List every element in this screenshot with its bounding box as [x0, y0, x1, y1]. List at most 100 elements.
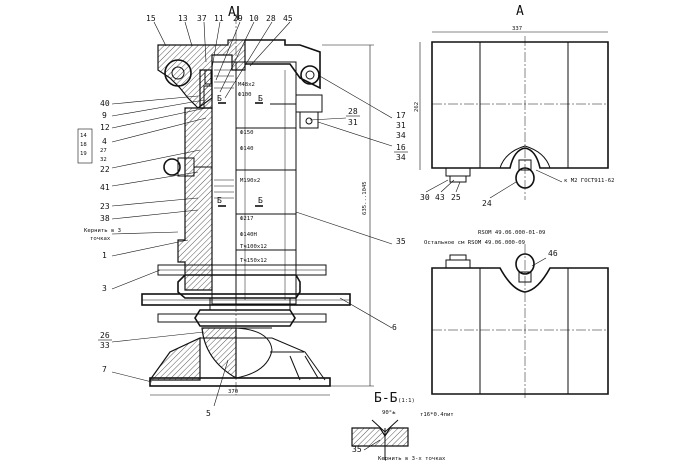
left-note: Кернить в 3 точках [84, 228, 121, 242]
balloon-40: 40 [100, 99, 110, 108]
balloon-18: 18 [80, 142, 87, 148]
dim-base-width: 370 [228, 389, 238, 395]
cut-mark-b-left-upper: Б [217, 94, 222, 103]
balloon-45: 45 [283, 14, 293, 23]
yoke-pin-left [164, 59, 192, 87]
view-a-lower: 46 [431, 244, 609, 400]
balloon-4: 4 [102, 137, 107, 146]
cut-mark-b-right-upper: Б [258, 94, 263, 103]
balloons-right: 17 31 34 28 31 16 34 35 6 5 [206, 107, 408, 418]
balloon-24: 24 [482, 199, 492, 208]
balloon-3: 3 [102, 284, 107, 293]
view-a-ball [515, 167, 535, 189]
balloons-left-boxed: 14 18 19 27 32 [77, 128, 107, 164]
main-crossbar [141, 293, 351, 306]
base-plate-left [148, 337, 201, 381]
balloons-left: 40 9 12 4 22 41 23 38 1 3 26 33 7 [98, 99, 112, 374]
inner-dimensions: M48x2 Ф100 Ф150 Ф140 M190x2 Ф217 Ф140H Т… [238, 82, 267, 264]
right-leaders [213, 74, 393, 407]
left-leaders [111, 95, 207, 383]
section-bb-angle: 90°± [382, 410, 396, 416]
section-bb-title: Б-Б [374, 391, 398, 406]
dim-m48x2: M48x2 [238, 82, 255, 88]
base-plate [149, 377, 331, 387]
balloon-11: 11 [214, 14, 224, 23]
balloon-41: 41 [100, 183, 110, 192]
dim-d140: Ф140 [240, 146, 253, 152]
spec-line-2: Остальное см RSOM 49.06.000-09 [424, 240, 525, 246]
bottom-note: Кернить в 3-х точках [378, 456, 446, 462]
balloon-22: 22 [100, 165, 110, 174]
balloon-17: 17 [396, 111, 406, 120]
balloon-9: 9 [102, 111, 107, 120]
spec-line-1: RSOM 49.06.000-01-09 [478, 230, 545, 236]
view-a-outline [431, 41, 609, 169]
balloon-35: 35 [396, 237, 406, 246]
balloon-34b: 34 [396, 153, 406, 162]
balloon-5: 5 [206, 409, 211, 418]
view-a-lower-ball [515, 253, 535, 275]
balloon-46: 46 [548, 249, 558, 258]
dim-tch100: Тч100x12 [240, 244, 267, 250]
balloon-29: 29 [233, 14, 243, 23]
spec-notes: RSOM 49.06.000-01-09 Остальное см RSOM 4… [424, 230, 545, 246]
section-bb: Б-Б (1:1) 90°± т16*0.4пит 35 Кернить в 3… [351, 391, 454, 462]
balloon-38: 38 [100, 214, 110, 223]
yoke-pin-right [300, 65, 320, 85]
balloon-35-section: 35 [352, 445, 362, 454]
balloons-top: 15 13 37 11 29 10 28 45 [146, 14, 293, 23]
balloon-23: 23 [100, 202, 110, 211]
balloon-19: 19 [80, 151, 87, 157]
dim-d217: Ф217 [240, 216, 253, 222]
dim-d140h: Ф140H [240, 232, 257, 238]
balloon-25: 25 [451, 193, 461, 202]
balloon-37: 37 [197, 14, 207, 23]
balloon-30: 30 [420, 193, 430, 202]
balloon-27: 27 [100, 148, 107, 154]
left-note-line2: точках [90, 236, 111, 242]
balloon-28: 28 [266, 14, 276, 23]
thread-marks [214, 69, 234, 199]
balloon-33: 33 [100, 341, 110, 350]
cut-mark-b-left-lower: Б [217, 196, 222, 205]
section-bb-body [351, 427, 409, 447]
section-mark-a: A [228, 5, 236, 20]
balloon-32: 32 [100, 157, 107, 163]
balloon-34a: 34 [396, 131, 406, 140]
balloon-28b: 28 [348, 107, 358, 116]
dim-view-a-height: 262 [414, 102, 420, 112]
dim-height-total: 635...1045 [362, 181, 368, 215]
side-knob [163, 157, 212, 177]
balloon-13: 13 [178, 14, 188, 23]
view-a: A 337 262 к М2 ГОСТ911-62 30 43 25 24 [414, 4, 615, 208]
section-bb-scale: (1:1) [398, 398, 415, 404]
balloon-6: 6 [392, 323, 397, 332]
outer-sleeve [177, 107, 213, 291]
section-bb-note: т16*0.4пит [420, 412, 454, 418]
main-section-view: Б Б Б Б A M48x2 Ф100 Ф150 Ф140 M190x2 Ф2… [111, 5, 393, 407]
dim-tch150: Тч150x12 [240, 258, 267, 264]
balloon-12: 12 [100, 123, 110, 132]
balloon-14: 14 [80, 133, 87, 139]
balloon-15: 15 [146, 14, 156, 23]
dim-d150: Ф150 [240, 130, 253, 136]
balloon-31b: 31 [348, 118, 358, 127]
dim-d100: Ф100 [238, 92, 251, 98]
dim-m190x2: M190x2 [240, 178, 260, 184]
ball-seat [201, 327, 237, 380]
view-a-lower-outline [431, 267, 609, 395]
balloon-7: 7 [102, 365, 107, 374]
top-leaders [153, 21, 291, 99]
balloon-10: 10 [249, 14, 259, 23]
view-a-title: A [516, 4, 524, 19]
balloon-26: 26 [100, 331, 110, 340]
dim-view-a-width: 337 [512, 26, 522, 32]
left-note-line1: Кернить в 3 [84, 228, 121, 234]
balloon-16: 16 [396, 143, 406, 152]
balloon-43: 43 [435, 193, 445, 202]
balloon-1: 1 [102, 251, 107, 260]
cut-mark-b-right-lower: Б [258, 196, 263, 205]
view-a-note: к М2 ГОСТ911-62 [564, 178, 615, 184]
balloon-31a: 31 [396, 121, 406, 130]
